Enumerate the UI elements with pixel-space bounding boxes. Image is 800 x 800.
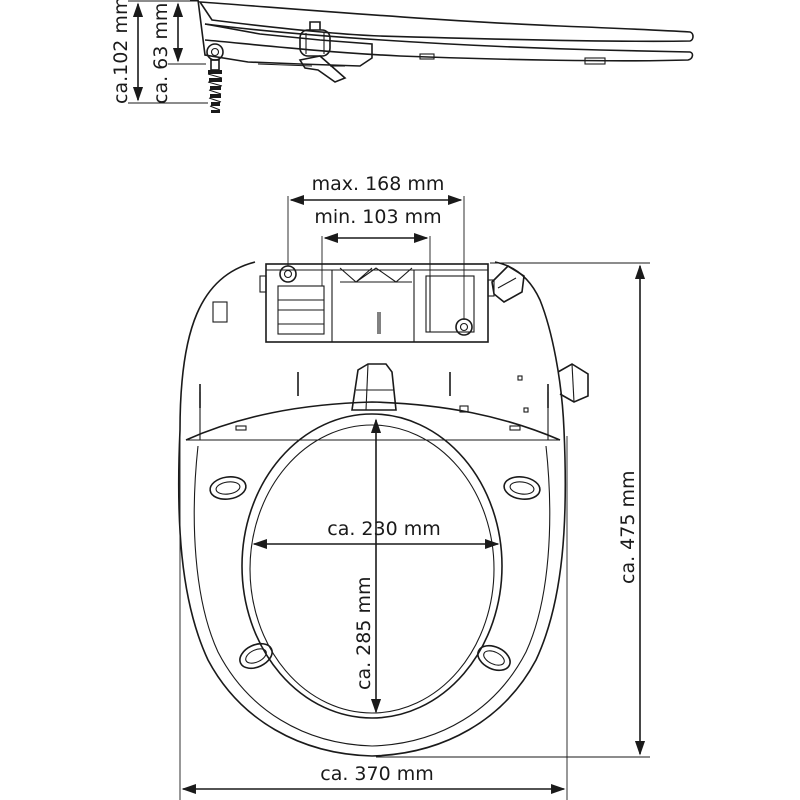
top-view: max. 168 mm min. 103 mm ca. 230 mm ca. 2… xyxy=(177,173,650,800)
min-hinge-spacing-label: min. 103 mm xyxy=(314,206,441,228)
side-view: ca.102 mm ca. 63 mm xyxy=(110,0,694,113)
inner-length-label: ca. 285 mm xyxy=(353,577,375,691)
inner-width-label: ca. 230 mm xyxy=(327,518,441,540)
total-width-label: ca. 370 mm xyxy=(320,763,434,785)
total-length-label: ca. 475 mm xyxy=(617,471,639,585)
hinge-height-label: ca. 63 mm xyxy=(150,3,172,104)
total-height-label: ca.102 mm xyxy=(110,0,132,104)
max-hinge-spacing-label: max. 168 mm xyxy=(312,173,445,195)
